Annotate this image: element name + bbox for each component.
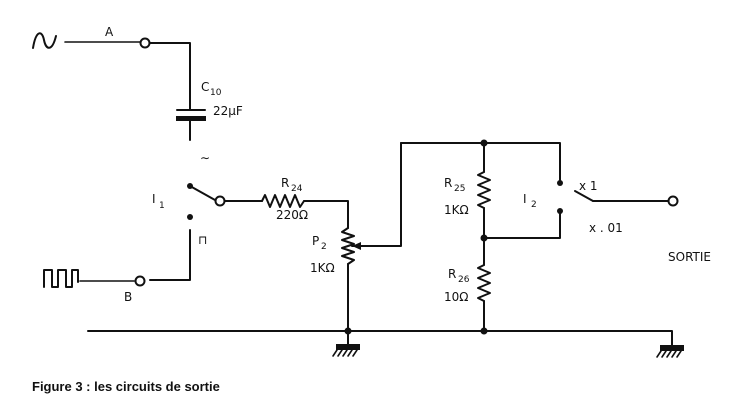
i1-pos-square: ⊓ (198, 233, 207, 247)
r26-value: 10Ω (444, 290, 468, 304)
r24-sub: 24 (291, 184, 303, 194)
potentiometer-p2 (341, 227, 355, 265)
ground-icon (656, 345, 684, 358)
r25-sub: 25 (454, 184, 465, 194)
node-ground-p2 (344, 327, 352, 335)
wire-r24-to-p2 (303, 200, 349, 229)
r26-sub: 26 (458, 275, 470, 285)
i2-name: I (523, 192, 527, 206)
square-wave-icon (43, 269, 79, 288)
p2-name: P (312, 234, 319, 248)
wire-a-to-c10 (149, 42, 191, 111)
label-a: A (105, 25, 114, 39)
i2-pos1: x 1 (579, 179, 598, 193)
r25-value: 1KΩ (444, 203, 469, 217)
p2-wiper-arrow (352, 242, 361, 250)
c10-sub: 10 (210, 88, 222, 98)
r24-value: 220Ω (276, 208, 308, 222)
node-ground-r26 (480, 327, 488, 335)
i1-common (214, 195, 226, 207)
terminal-b (134, 275, 146, 287)
i2-contact-bottom (557, 208, 563, 214)
ground-bus (87, 330, 673, 346)
output-label: SORTIE (668, 250, 711, 264)
r24-name: R (281, 176, 289, 190)
i1-pos-sine: ∼ (200, 151, 210, 165)
label-b: B (124, 290, 132, 304)
sine-wave-icon (32, 32, 57, 49)
p2-value: 1KΩ (310, 261, 335, 275)
i1-contact-bottom (187, 214, 193, 220)
i1-lever (189, 185, 216, 201)
i2-pos2: x . 01 (589, 221, 623, 235)
i1-name: I (152, 192, 156, 206)
i1-sub: 1 (159, 201, 165, 211)
wire-top-rail (400, 142, 561, 181)
r26-name: R (448, 267, 456, 281)
wire-i1-to-b (149, 229, 191, 281)
ground-icon (332, 344, 360, 357)
resistor-r26 (477, 264, 491, 302)
terminal-a (139, 37, 151, 49)
r25-name: R (444, 176, 452, 190)
c10-name: C (201, 80, 209, 94)
p2-sub: 2 (321, 242, 327, 252)
i2-lever (574, 190, 594, 202)
resistor-r25 (477, 171, 491, 209)
wire-mid-to-i2 (483, 212, 561, 239)
capacitor-c10 (176, 109, 206, 121)
i2-contact-top (557, 180, 563, 186)
terminal-output (667, 195, 679, 207)
figure-caption: Figure 3 : les circuits de sortie (32, 379, 220, 394)
resistor-r24 (261, 194, 305, 208)
c10-value: 22µF (213, 104, 243, 118)
p2-wiper (351, 142, 402, 247)
i2-sub: 2 (531, 200, 537, 210)
